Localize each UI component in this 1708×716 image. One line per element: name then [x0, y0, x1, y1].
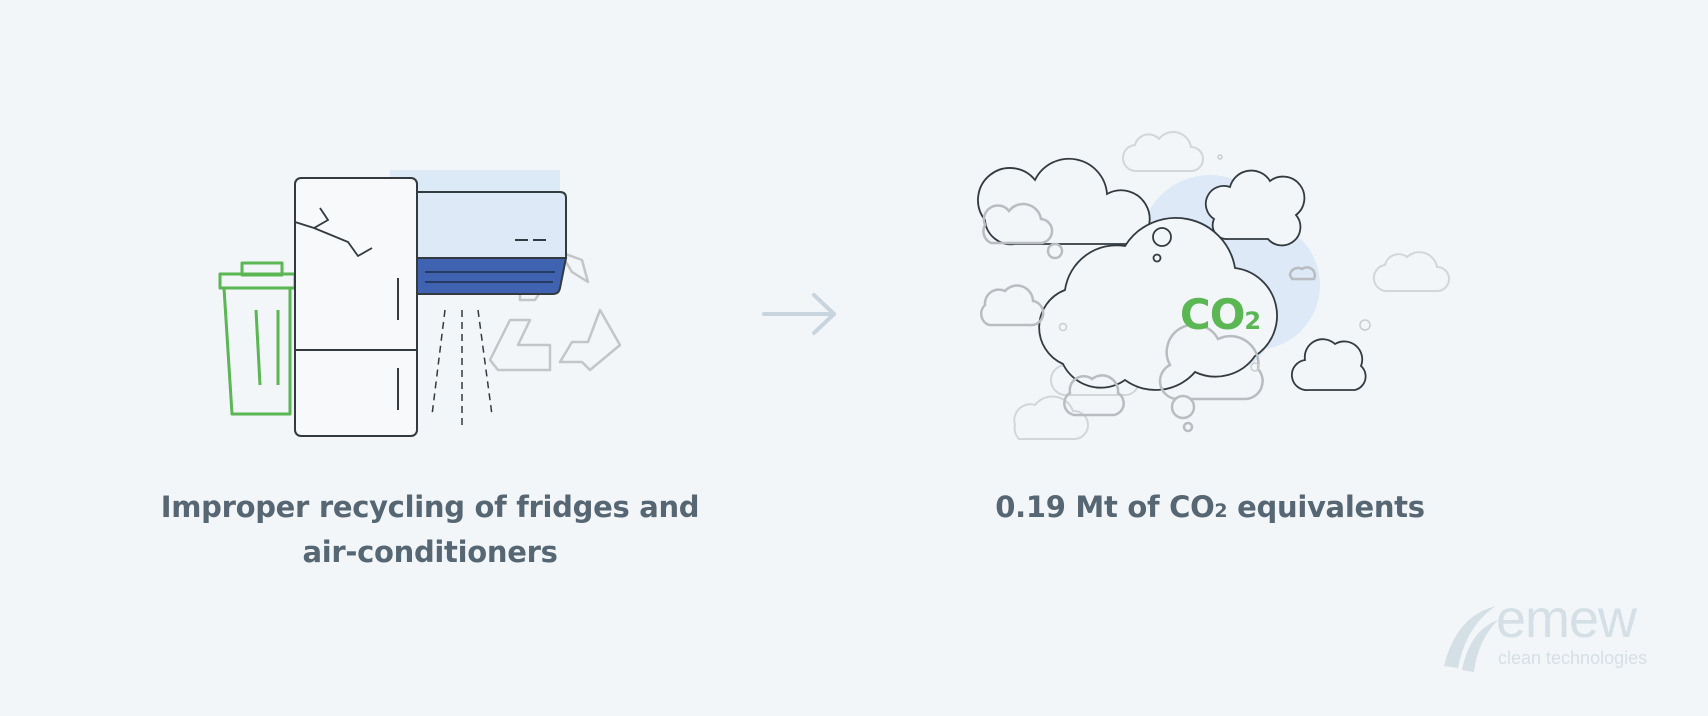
fridge-icon: [294, 177, 418, 437]
caption-line: Improper recycling of fridges and: [160, 490, 700, 524]
brand-logo: emew clean technologies: [1436, 589, 1666, 676]
cloud-co2-label: CO2: [1179, 290, 1261, 339]
appliances-illustration: [218, 170, 622, 437]
cloud-icon: [979, 202, 1317, 433]
caption-line: air-conditioners: [302, 535, 558, 569]
brand-tagline: clean technologies: [1498, 648, 1648, 668]
trash-bin-icon: [218, 261, 297, 416]
arrow-right-icon: [762, 293, 836, 335]
emissions-caption: 0.19 Mt of CO2 equivalents: [995, 490, 1425, 524]
emissions-illustration: [977, 131, 1450, 440]
brand-name: emew: [1496, 589, 1637, 649]
cloud-icon: [977, 157, 1367, 391]
air-conditioner-icon: [416, 191, 568, 425]
appliances-caption: Improper recycling of fridges and air-co…: [110, 485, 750, 575]
emew-logo-icon: [1444, 606, 1498, 672]
